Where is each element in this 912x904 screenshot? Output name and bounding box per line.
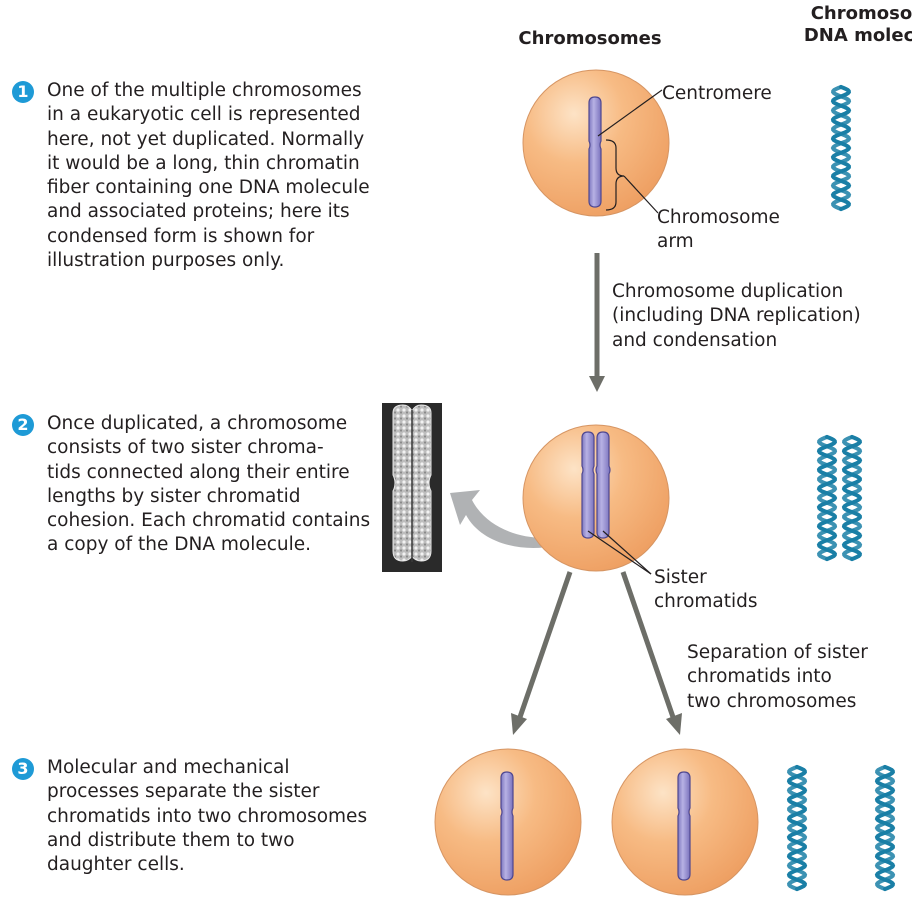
step-2-text: Once duplicated, a chromosome consists o… [47, 413, 371, 556]
daughter-cell-left [434, 748, 582, 896]
dna-helix-3b [874, 765, 896, 891]
chromosome-arm-label: Chromosome arm [657, 207, 780, 253]
dna-strand [841, 435, 863, 561]
dna-strand [786, 765, 808, 891]
dna-helix-2b [841, 435, 863, 561]
dna-strand [830, 85, 852, 211]
column-header-chromosomes: Chromosomes [518, 28, 662, 49]
dna-strand [786, 765, 808, 891]
column-header-dna-molecules: Chromosomal DNA molecules [795, 3, 912, 47]
daughter-chromosome-right [677, 771, 691, 881]
sister-chromatids-leader-2 [602, 530, 652, 575]
step-3-text: Molecular and mechanical processes separ… [47, 757, 368, 876]
dna-strand [874, 765, 896, 891]
dna-strand [816, 435, 838, 561]
step-3: 3 Molecular and mechanical processes sep… [12, 756, 392, 886]
dna-strand [816, 435, 838, 561]
step-1: 1 One of the multiple chromosomes in a e… [12, 79, 392, 279]
sister-chromatids-leader-1 [587, 530, 652, 575]
chromosome-arm-leader [623, 175, 659, 214]
dna-strand [874, 765, 896, 891]
separation-arrow-right [620, 571, 682, 735]
column-header-dna-line1: Chromosomal [810, 3, 912, 24]
dna-helix-1 [830, 85, 852, 211]
step-1-badge: 1 [12, 81, 34, 103]
chromosome-unduplicated [588, 96, 602, 208]
column-header-dna-line2: DNA molecules [803, 25, 912, 46]
sister-chromatids-label: Sister chromatids [654, 567, 758, 613]
step-2: 2 Once duplicated, a chromosome consists… [12, 412, 392, 562]
cell-unduplicated [522, 69, 670, 217]
step-1-text: One of the multiple chromosomes in a euk… [47, 80, 370, 272]
sem-micrograph [382, 403, 442, 572]
daughter-chromosome-left [500, 771, 514, 881]
separation-label: Separation of sister chromatids into two… [687, 642, 868, 712]
duplication-label: Chromosome duplication (including DNA re… [612, 281, 861, 351]
cell-duplicated [522, 424, 670, 572]
dna-strand [830, 85, 852, 211]
step-2-badge: 2 [12, 414, 34, 436]
sister-chromatid-right [595, 431, 611, 539]
dna-strand [841, 435, 863, 561]
duplication-arrow [589, 253, 605, 392]
separation-arrow-left [511, 571, 573, 735]
dna-helix-2a [816, 435, 838, 561]
dna-helix-3a [786, 765, 808, 891]
centromere-label: Centromere [662, 83, 772, 104]
centromere-leader [597, 89, 663, 137]
step-3-badge: 3 [12, 758, 34, 780]
sister-chromatid-left [581, 431, 595, 539]
daughter-cell-right [611, 748, 759, 896]
